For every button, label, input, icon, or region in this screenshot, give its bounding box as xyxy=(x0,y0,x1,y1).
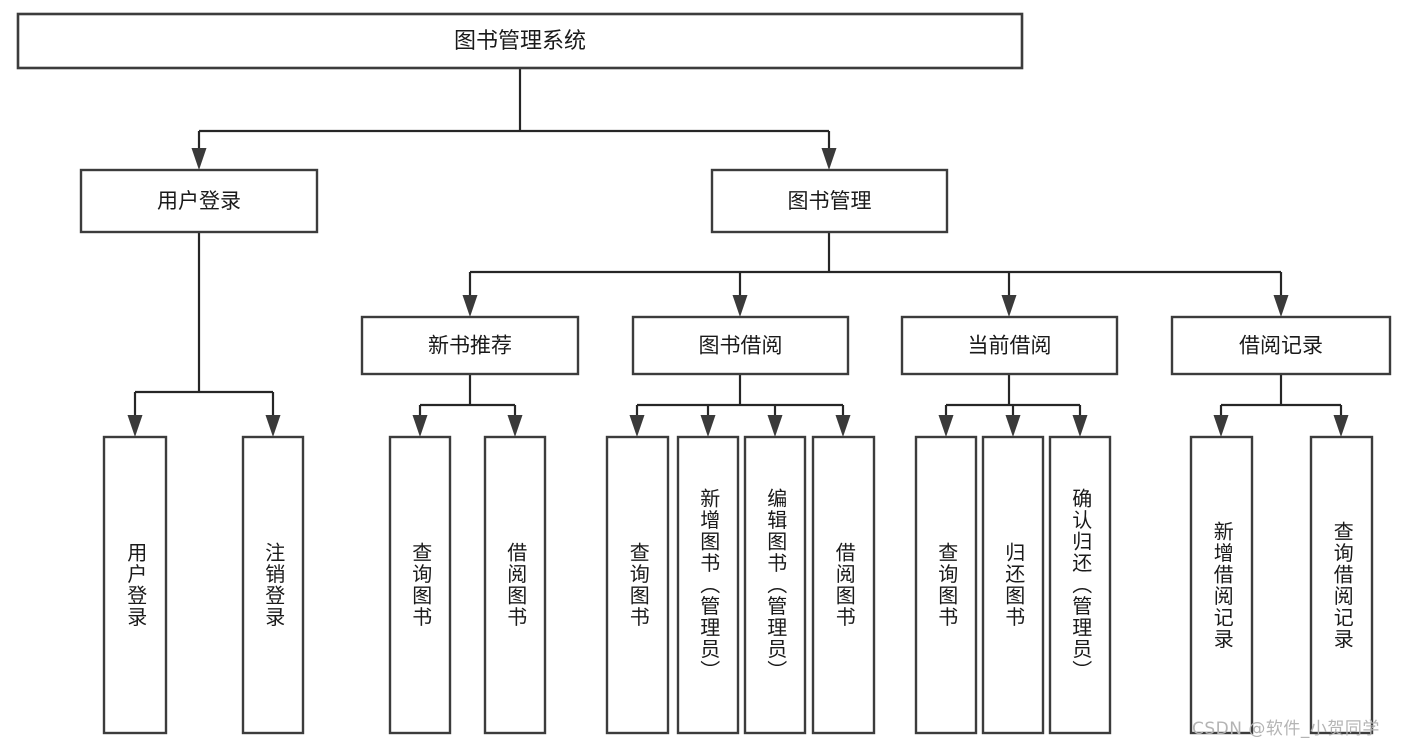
arrow-head-icon xyxy=(462,295,478,317)
arrow-head-icon xyxy=(1072,415,1088,437)
node-label-level2-0: 用户登录 xyxy=(157,189,241,213)
arrow-head-icon xyxy=(629,415,645,437)
arrow-head-icon xyxy=(700,415,716,437)
arrow-head-icon xyxy=(127,415,143,437)
node-box-level3-1 xyxy=(631,315,850,376)
arrow-head-icon xyxy=(191,148,207,170)
node-box-root xyxy=(16,12,1024,70)
arrow-head-icon xyxy=(1005,415,1021,437)
arrow-head-icon xyxy=(507,415,523,437)
arrow-head-icon xyxy=(767,415,783,437)
node-box-leaf-0 xyxy=(102,435,168,735)
watermark: CSDN @软件_小贺同学 xyxy=(1192,719,1380,739)
node-box-leaf-12 xyxy=(1309,435,1374,735)
node-label-level2-1: 图书管理 xyxy=(788,189,872,213)
arrow-head-icon xyxy=(1001,295,1017,317)
node-box-leaf-6 xyxy=(743,435,807,735)
node-label-level3-2: 当前借阅 xyxy=(968,334,1052,358)
arrow-head-icon xyxy=(732,295,748,317)
node-boxes-layer xyxy=(16,12,1392,735)
node-box-level3-3 xyxy=(1170,315,1392,376)
arrow-head-icon xyxy=(1333,415,1349,437)
node-box-level3-2 xyxy=(900,315,1119,376)
node-box-leaf-9 xyxy=(981,435,1045,735)
node-box-leaf-11 xyxy=(1189,435,1254,735)
node-box-leaf-4 xyxy=(605,435,670,735)
arrow-head-icon xyxy=(412,415,428,437)
arrow-head-icon xyxy=(1213,415,1229,437)
node-label-level3-3: 借阅记录 xyxy=(1239,334,1323,358)
node-box-level2-0 xyxy=(79,168,319,234)
arrow-head-icon xyxy=(1273,295,1289,317)
node-box-leaf-8 xyxy=(914,435,978,735)
node-box-leaf-5 xyxy=(676,435,740,735)
arrow-head-icon xyxy=(835,415,851,437)
node-label-root: 图书管理系统 xyxy=(454,29,586,54)
node-label-level3-1: 图书借阅 xyxy=(699,334,783,358)
node-box-level2-1 xyxy=(710,168,949,234)
node-label-level3-0: 新书推荐 xyxy=(428,334,512,358)
node-box-leaf-1 xyxy=(241,435,305,735)
node-box-leaf-7 xyxy=(811,435,876,735)
arrow-head-icon xyxy=(938,415,954,437)
node-box-level3-0 xyxy=(360,315,580,376)
node-box-leaf-2 xyxy=(388,435,452,735)
node-box-leaf-10 xyxy=(1048,435,1112,735)
arrow-head-icon xyxy=(265,415,281,437)
node-box-leaf-3 xyxy=(483,435,547,735)
connectors-layer xyxy=(127,68,1349,437)
arrow-head-icon xyxy=(821,148,837,170)
